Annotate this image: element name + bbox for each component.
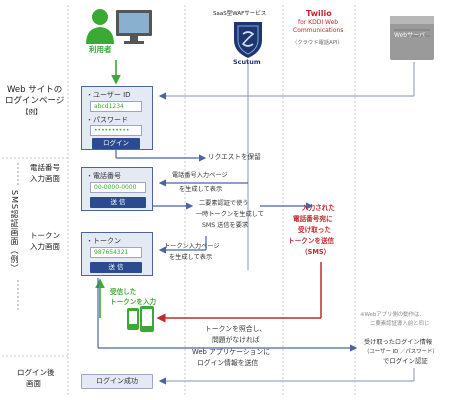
received-token-line-2: トークンを入力 [110, 298, 157, 306]
gen-token-page-label-2: を生成して表示 [169, 254, 213, 261]
receive-login-line-3: でログイン認証 [383, 357, 428, 365]
sms-note-line-2: 電話番号宛に [293, 215, 333, 223]
token-label: ・トークン [86, 237, 121, 245]
twilio-line-2: for KDDI Web [298, 19, 339, 26]
phone-icon-1 [127, 308, 139, 330]
scutum-label: Scutum [233, 58, 261, 66]
after-login-label-2: 画面 [26, 379, 41, 388]
twilio-api-label: （クラウド電話API） [292, 40, 343, 46]
phone-label: ・電話番号 [86, 172, 121, 180]
webapp-note-line-1: ※Webアプリ側の動作は、 [360, 312, 425, 318]
sms-note-line-4: トークンを送信 [288, 237, 335, 245]
password-field[interactable]: •••••••••• [90, 125, 142, 136]
hold-request-label: リクエストを保留 [208, 153, 261, 161]
login-button[interactable]: ログイン [92, 138, 140, 149]
computer-icon [116, 10, 152, 44]
verify-label-3: Web アプリケーションに [192, 348, 271, 356]
phone-screen-label-1: 電話番号 [30, 163, 60, 172]
webapp-note-line-2: 二要素認証導入前と同じ [370, 321, 430, 327]
user-label: 利用者 [89, 45, 112, 54]
two-factor-label-3: SMS 送信を要求 [202, 222, 249, 229]
phone-field[interactable]: 00-0000-0000 [90, 182, 146, 193]
login-success-box: ログイン成功 [81, 374, 153, 389]
token-send-button[interactable]: 送 信 [90, 262, 142, 273]
webserver-label: Webサーバ [394, 32, 426, 39]
login-page-label-1: Web サイトの [7, 85, 63, 95]
webserver-icon [390, 16, 434, 60]
phone-icon-2 [140, 306, 154, 332]
user-icon [86, 9, 114, 44]
phone-send-button[interactable]: 送 信 [90, 197, 146, 208]
token-screen-label-2: 入力画面 [30, 242, 60, 251]
sms-vertical-label: SMS認証画面（例） [10, 190, 19, 274]
verify-label-1: トークンを照合し、 [205, 325, 267, 333]
after-login-label-1: ログイン後 [17, 368, 55, 377]
gen-token-page-label-1: トークン入力ページ [164, 243, 220, 250]
token-field[interactable]: 987654321 [90, 247, 142, 258]
verify-label-4: ログイン情報を送信 [197, 359, 259, 367]
sms-note-line-1: 入力された [302, 204, 335, 212]
two-factor-label-1: 二要素認証で使う [199, 200, 249, 207]
phone-screen-label-2: 入力画面 [30, 174, 60, 183]
password-label: ・パスワード [86, 116, 128, 124]
token-form-box: ・トークン 987654321 送 信 [81, 232, 153, 276]
login-page-label-2: ログインページ [5, 96, 65, 106]
two-factor-label-2: 一時トークンを生成して [196, 211, 264, 218]
phone-form-box: ・電話番号 00-0000-0000 送 信 [81, 167, 153, 211]
sms-note-line-5: （SMS） [301, 248, 331, 256]
sms-note-line-3: 受け取った [298, 226, 331, 234]
user-id-label: ・ユーザー ID [86, 91, 131, 99]
gen-phone-page-label-2: を生成して表示 [179, 186, 223, 193]
scutum-subtitle: SaaS型WAFサービス [213, 11, 267, 17]
twilio-title: Twilio [306, 9, 332, 18]
twilio-line-3: Communications [293, 27, 344, 34]
receive-login-line-1: 受け取ったログイン情報 [364, 339, 433, 346]
verify-label-2: 問題がなければ [212, 336, 260, 344]
login-page-label-3: 【例】 [22, 108, 42, 116]
receive-login-line-2: （ユーザー ID ／パスワード） [364, 349, 438, 355]
login-form-box: ・ユーザー ID abcd1234 ・パスワード •••••••••• ログイン [81, 86, 153, 150]
token-screen-label-1: トークン [30, 231, 60, 240]
user-id-field[interactable]: abcd1234 [90, 101, 142, 112]
gen-phone-page-label-1: 電話番号入力ページ [172, 172, 228, 179]
received-token-line-1: 受信した [110, 288, 137, 296]
scutum-shield-icon [234, 22, 262, 58]
